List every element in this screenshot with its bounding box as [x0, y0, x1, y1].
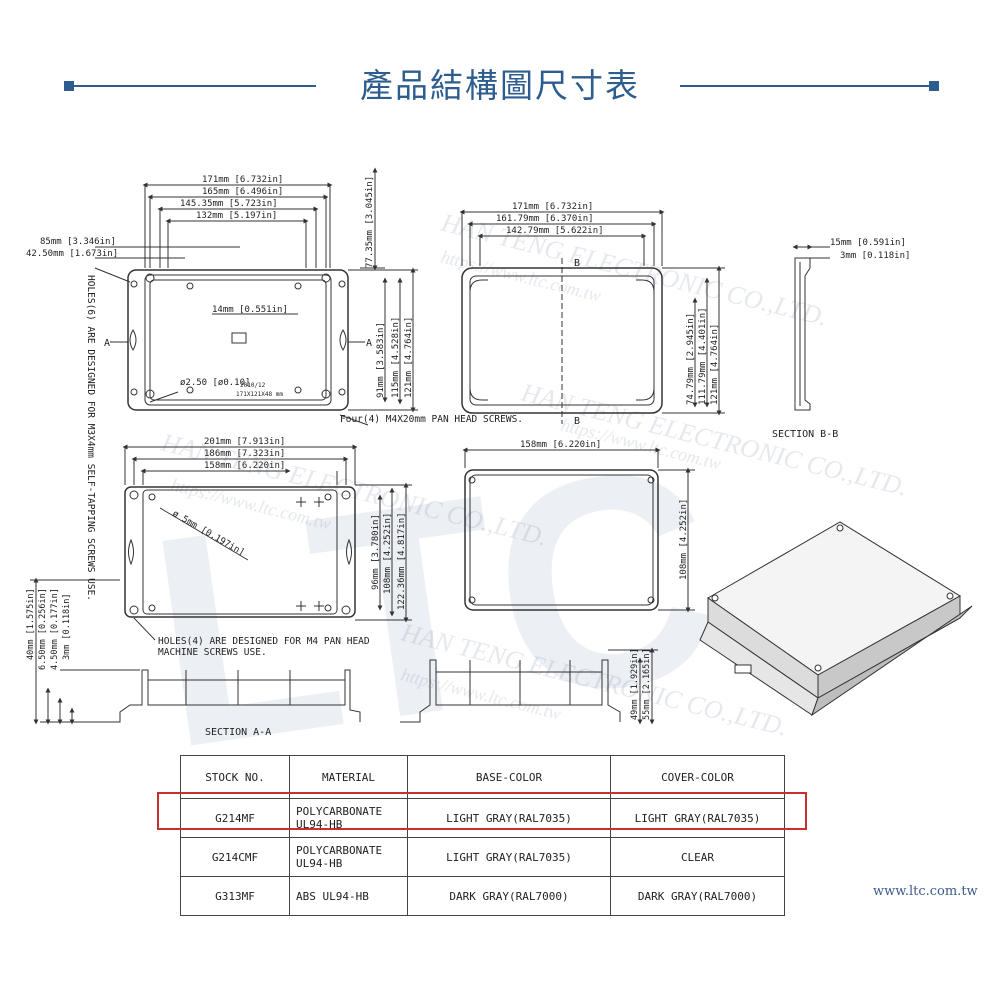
dim-mid-142: 142.79mm [5.622in] — [506, 226, 604, 236]
cell-stock: G313MF — [180, 876, 290, 916]
view-section-aa-labels: 40mm [1.575in] 6.50mm [0.256in] 4.50mm [… — [26, 588, 271, 738]
dim-42: 42.50mm [1.673in] — [26, 249, 118, 259]
table-row: G214MF POLYCARBONATE UL94-HB LIGHT GRAY(… — [180, 798, 785, 838]
dim-145: 145.35mm [5.723in] — [180, 199, 278, 209]
view-top-left-labels: 171mm [6.732in] 165mm [6.496in] 145.35mm… — [26, 175, 523, 601]
cell-stock: G214MF — [180, 798, 290, 838]
view-side-right-labels: 49mm [1.929in] 55mm [2.165in] — [630, 648, 652, 720]
title-rule-left — [68, 85, 316, 87]
cell-material: POLYCARBONATE UL94-HB — [289, 837, 408, 877]
view-side-right — [400, 647, 658, 725]
dim-side-55: 55mm [2.165in] — [642, 648, 652, 720]
dim-171: 171mm [6.732in] — [202, 175, 283, 185]
dim-aa-40: 40mm [1.575in] — [26, 588, 36, 660]
dim-hole: ø2.50 [ø0.10] — [180, 378, 250, 388]
col-base-color: BASE-COLOR — [407, 755, 611, 799]
view-section-bb-labels: 15mm [0.591in] 3mm [0.118in] SECTION B-B — [772, 238, 910, 440]
dim-aa-3: 3mm [0.118in] — [62, 593, 72, 660]
section-mark-a-left: A — [104, 338, 110, 349]
section-mark-b-bottom: B — [574, 416, 580, 427]
note-holes-m4: HOLES(4) ARE DESIGNED FOR M4 PAN HEAD MA… — [158, 636, 370, 658]
cell-cover-color: LIGHT GRAY(RAL7035) — [610, 798, 785, 838]
dim-bb-3: 3mm [0.118in] — [840, 251, 910, 261]
dim-14: 14mm [0.551in] — [212, 305, 288, 315]
dim-bl-96: 96mm [3.780in] — [371, 514, 381, 590]
cell-base-color: DARK GRAY(RAL7000) — [407, 876, 611, 916]
dim-mid-171: 171mm [6.732in] — [512, 202, 593, 212]
cell-material: ABS UL94-HB — [289, 876, 408, 916]
section-aa-label: SECTION A-A — [205, 727, 271, 738]
stamp-date: 2010/12 — [240, 382, 266, 389]
spec-table: STOCK NO. MATERIAL BASE-COLOR COVER-COLO… — [180, 755, 785, 916]
view-top-middle — [459, 209, 725, 424]
site-url: www.ltc.com.tw — [873, 884, 978, 899]
cell-cover-color: DARK GRAY(RAL7000) — [610, 876, 785, 916]
dim-bl-122: 122.36mm [4.817in] — [397, 512, 407, 610]
dim-bl-186: 186mm [7.323in] — [204, 449, 285, 459]
table-row: G214CMF POLYCARBONATE UL94-HB LIGHT GRAY… — [180, 837, 785, 877]
dim-mid-74: 74.79mm [2.945in] — [686, 313, 696, 405]
cell-base-color: LIGHT GRAY(RAL7035) — [407, 837, 611, 877]
title-cap-left — [64, 81, 74, 91]
dim-bm-108: 108mm [4.252in] — [679, 499, 689, 580]
dim-85: 85mm [3.346in] — [40, 237, 116, 247]
dim-165: 165mm [6.496in] — [202, 187, 283, 197]
col-cover-color: COVER-COLOR — [610, 755, 785, 799]
cell-stock: G214CMF — [180, 837, 290, 877]
section-mark-a-right: A — [366, 338, 372, 349]
col-stock-no: STOCK NO. — [180, 755, 290, 799]
dim-aa-4: 4.50mm [0.177in] — [50, 588, 60, 670]
view-top-left — [94, 167, 418, 426]
section-mark-b-top: B — [574, 258, 580, 269]
dim-115: 115mm [4.528in] — [391, 317, 401, 398]
dim-132: 132mm [5.197in] — [196, 211, 277, 221]
cell-base-color: LIGHT GRAY(RAL7035) — [407, 798, 611, 838]
cell-material: POLYCARBONATE UL94-HB — [289, 798, 408, 838]
dim-mid-161: 161.79mm [6.370in] — [496, 214, 594, 224]
dim-mid-121: 121mm [4.764in] — [710, 324, 720, 405]
title-rule-right — [680, 85, 932, 87]
dim-77: 77.35mm [3.045in] — [365, 176, 375, 268]
view-top-middle-labels: 171mm [6.732in] 161.79mm [6.370in] 142.7… — [496, 202, 720, 427]
cell-cover-color: CLEAR — [610, 837, 785, 877]
dim-121: 121mm [4.764in] — [404, 317, 414, 398]
dim-bl-108: 108mm [4.252in] — [383, 513, 393, 594]
stamp-size: 171X121X48 mm — [236, 391, 283, 398]
highlight-row-box — [157, 792, 807, 830]
dim-mid-111: 111.79mm [4.401in] — [698, 307, 708, 405]
view-3d — [699, 521, 973, 717]
view-bottom-left — [122, 444, 412, 641]
table-header-row: STOCK NO. MATERIAL BASE-COLOR COVER-COLO… — [180, 755, 785, 799]
note-holes-m3: HOLES(6) ARE DESIGNED FOR M3X4mm SELF-TA… — [85, 275, 96, 601]
view-section-aa — [30, 577, 361, 725]
view-section-bb — [792, 244, 830, 411]
section-bb-label: SECTION B-B — [772, 429, 838, 440]
table-row: G313MF ABS UL94-HB DARK GRAY(RAL7000) DA… — [180, 876, 785, 916]
title-cap-right — [929, 81, 939, 91]
dim-bl-158: 158mm [6.220in] — [204, 461, 285, 471]
view-bottom-middle-labels: 158mm [6.220in] 108mm [4.252in] — [520, 440, 689, 580]
note-screws-m4: Four(4) M4X20mm PAN HEAD SCREWS. — [340, 414, 523, 425]
dim-91: 91mm [3.583in] — [376, 322, 386, 398]
view-bottom-middle — [462, 447, 695, 613]
dim-bm-158: 158mm [6.220in] — [520, 440, 601, 450]
title-banner: 產品結構圖尺寸表 — [0, 55, 1000, 115]
dim-bl-201: 201mm [7.913in] — [204, 437, 285, 447]
dim-aa-6: 6.50mm [0.256in] — [38, 588, 48, 670]
dim-side-49: 49mm [1.929in] — [630, 648, 640, 720]
page-title: 產品結構圖尺寸表 — [360, 66, 640, 105]
dim-bb-15: 15mm [0.591in] — [830, 238, 906, 248]
